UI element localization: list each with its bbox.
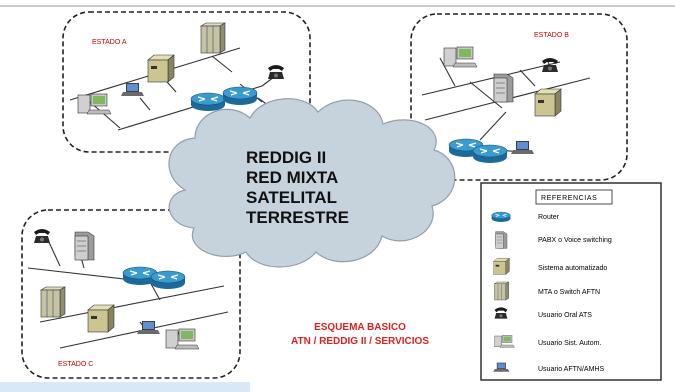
legend-automated-system-icon <box>493 257 510 275</box>
legend-router-label: Router <box>538 214 560 221</box>
legend-router-icon <box>491 211 511 223</box>
state-b-pabx-icon <box>493 73 514 103</box>
state-c-phone-icon <box>34 229 50 243</box>
state-a-phone-icon <box>268 65 284 79</box>
legend-workstation-label: Usuario Sist. Autom. <box>538 340 601 347</box>
state-c-router-2-icon <box>150 270 186 290</box>
cloud-line-2: RED MIXTA <box>246 168 338 187</box>
cloud-line-3: SATELITAL <box>246 188 337 207</box>
state-c-workstation-icon <box>165 328 200 350</box>
cloud-shape <box>168 98 456 268</box>
state-a-router-2-icon <box>222 86 258 106</box>
legend-pabx-icon <box>495 231 508 249</box>
state-b-zone: ESTADO B <box>410 13 628 181</box>
state-b-lines <box>421 57 591 153</box>
references-title-box <box>535 189 613 205</box>
state-a-workstation-icon <box>77 93 112 115</box>
state-c-automated-system-icon <box>87 304 115 333</box>
state-c-pabx-icon <box>74 231 95 261</box>
scheme-title-line-2: ATN / REDDIG II / SERVICIOS <box>291 336 429 347</box>
legend-workstation-icon <box>494 335 515 348</box>
legend-mta-switch-label: MTA o Switch AFTN <box>538 289 600 296</box>
state-a-laptop-icon <box>121 83 144 96</box>
state-a-router-1-icon <box>190 92 226 112</box>
scheme-title-line-1: ESQUEMA BASICO <box>314 322 406 333</box>
bottom-bar <box>0 382 250 392</box>
state-b-laptop-icon <box>511 141 534 154</box>
state-b-phone-icon <box>542 58 558 72</box>
references-panel: REFERENCIAS Router PABX o Voice switchin… <box>480 182 662 381</box>
state-c-label: ESTADO C <box>58 361 93 368</box>
state-c-zone: ESTADO C <box>21 209 241 379</box>
state-a-zone: ESTADO A <box>62 11 311 153</box>
state-a-automated-system-icon <box>147 54 175 83</box>
state-a-label: ESTADO A <box>92 39 127 46</box>
legend-automated-system-label: Sistema automatizado <box>538 265 607 272</box>
cloud: REDDIG II RED MIXTA SATELITAL TERRESTRE <box>168 98 456 268</box>
state-c-mta-icon <box>40 286 66 318</box>
state-b-border <box>410 13 628 181</box>
state-b-automated-system-icon <box>534 88 562 117</box>
legend-phone-label: Usuario Oral ATS <box>538 312 592 319</box>
legend-mta-switch-icon <box>494 281 509 301</box>
state-b-router-2-icon <box>472 144 508 164</box>
legend-laptop-label: Usuario AFTN/AMHS <box>538 366 604 373</box>
state-b-workstation-icon <box>443 46 478 68</box>
legend-pabx-label: PABX o Voice switching <box>538 237 612 244</box>
state-a-mta-icon <box>200 22 226 54</box>
references-border <box>480 182 662 381</box>
state-a-border <box>62 11 311 153</box>
references-title: REFERENCIAS <box>541 195 597 202</box>
cloud-line-4: TERRESTRE <box>246 208 349 227</box>
state-b-label: ESTADO B <box>534 32 569 39</box>
state-c-border <box>21 209 241 379</box>
cloud-line-1: REDDIG II <box>246 148 326 167</box>
